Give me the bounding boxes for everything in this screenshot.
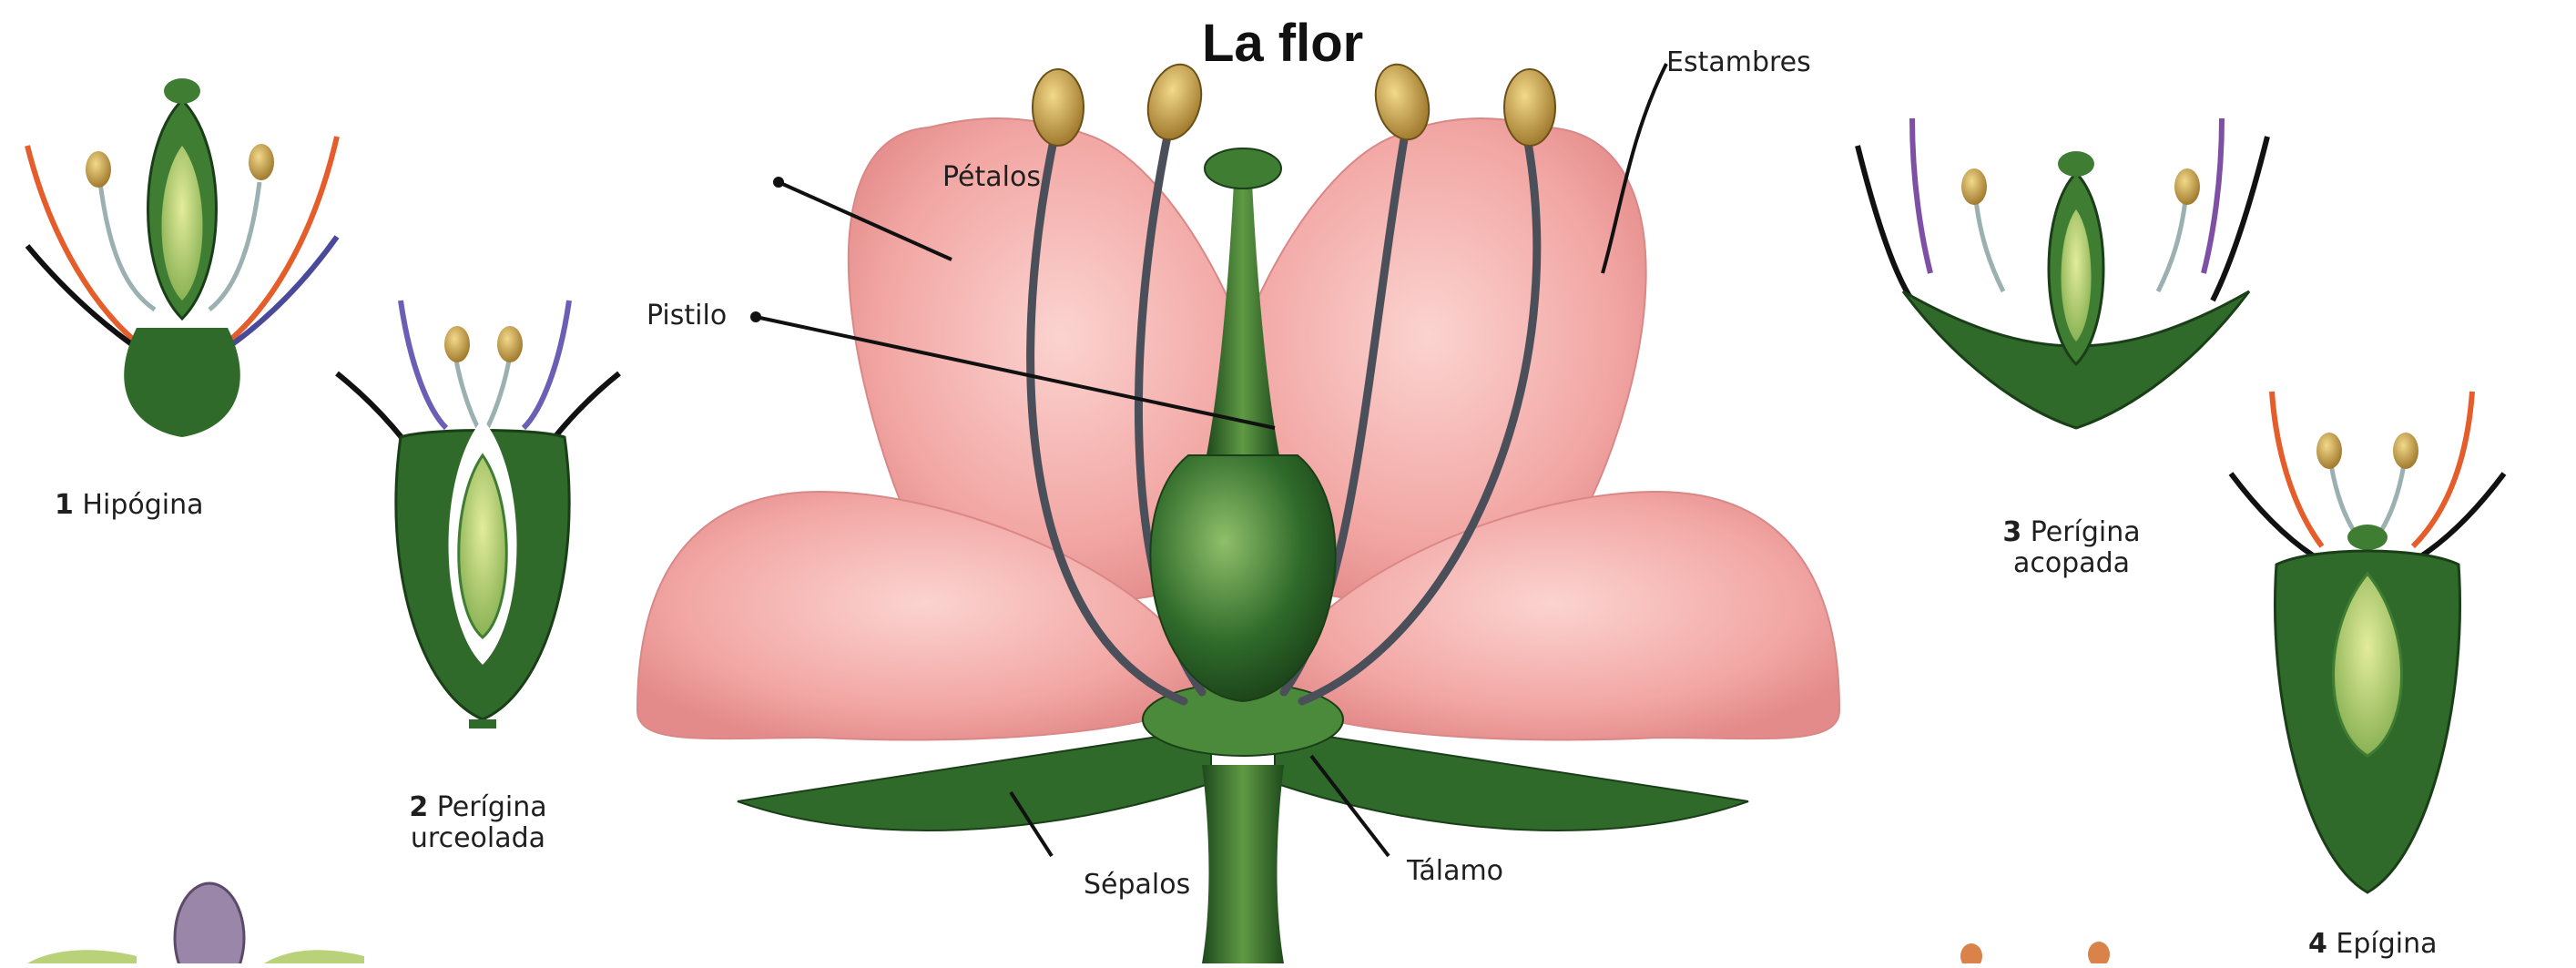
partial-flower-bottom-right: [1960, 942, 2110, 963]
sepal-right: [1275, 729, 1748, 830]
caption-type-2-name: Perígina: [437, 791, 547, 823]
central-flower: [637, 58, 1839, 963]
anther-2: [1140, 58, 1209, 146]
anther-4: [1504, 69, 1555, 146]
anther-1: [1033, 69, 1084, 146]
caption-type-1-name: Hipógina: [82, 489, 203, 521]
type-2-perigina-urceolada-drawing: [337, 301, 619, 729]
type-3-perigina-acopada-drawing: [1858, 118, 2267, 428]
flower-stem: [1202, 765, 1284, 963]
type-4-epigina-drawing: [2231, 392, 2504, 892]
caption-type-1-number: 1: [55, 489, 74, 521]
caption-type-2: 2 Perígina urceolada: [382, 792, 574, 854]
caption-type-3-name: Perígina: [2031, 516, 2141, 548]
sepal-left: [738, 729, 1211, 830]
label-sepalos: Sépalos: [1084, 870, 1190, 901]
caption-type-4-number: 4: [2308, 928, 2327, 960]
pistil-stigma: [1205, 148, 1281, 189]
type-1-hipogina-drawing: [27, 78, 337, 437]
caption-type-2-line2: urceolada: [382, 823, 574, 854]
caption-type-3-line2: acopada: [1976, 548, 2167, 579]
label-petalos: Pétalos: [942, 162, 1041, 193]
label-talamo: Tálamo: [1407, 856, 1503, 887]
label-pistilo: Pistilo: [647, 301, 727, 331]
caption-type-4: 4 Epígina: [2308, 929, 2438, 960]
diagram-title: La flor: [1202, 13, 1363, 74]
caption-type-3: 3 Perígina acopada: [1976, 517, 2167, 579]
partial-flower-bottom-left: [27, 883, 364, 963]
caption-type-1: 1 Hipógina: [55, 490, 204, 521]
caption-type-2-number: 2: [409, 791, 428, 823]
caption-type-3-number: 3: [2002, 516, 2021, 548]
label-estambres: Estambres: [1666, 47, 1811, 78]
caption-type-4-name: Epígina: [2336, 928, 2437, 960]
